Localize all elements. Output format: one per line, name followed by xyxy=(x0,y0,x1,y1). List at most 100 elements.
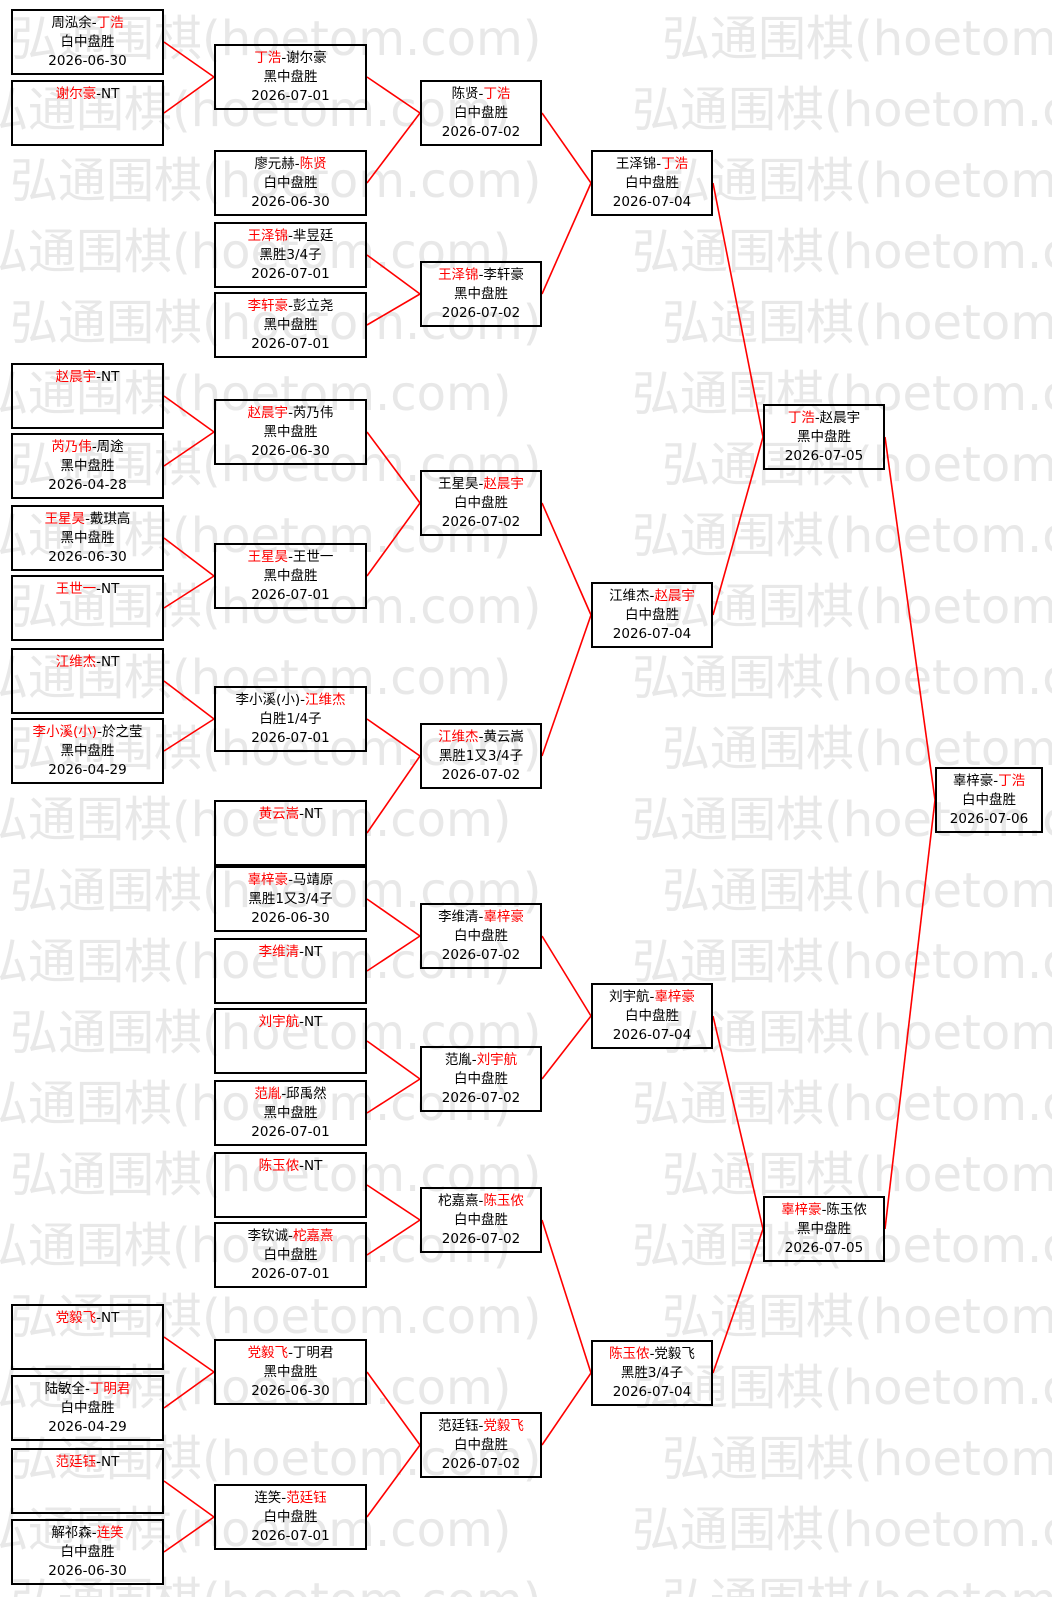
match-players: 刘宇航-NT xyxy=(216,1013,365,1032)
watermark-text: 弘通围棋(hoetom.com) xyxy=(0,1218,512,1274)
winner-name: 丁浩 xyxy=(254,50,282,66)
winner-name: 辜梓豪 xyxy=(781,1202,822,1218)
game-box[interactable]: 谢尔豪-NT xyxy=(11,80,164,146)
player-name: -NT xyxy=(299,1014,323,1030)
watermark-text: 弘通围棋(hoetom.com) xyxy=(662,1005,1052,1061)
match-players: 周泓余-丁浩 xyxy=(13,14,162,33)
winner-name: 范廷钰 xyxy=(286,1490,327,1506)
winner-name: 江维杰 xyxy=(304,692,346,708)
bracket-connector-line xyxy=(366,1219,421,1256)
player-name: -芮乃伟 xyxy=(288,405,334,421)
player-name: 范廷钰- xyxy=(438,1418,484,1434)
match-players: 廖元赫-陈贤 xyxy=(216,155,365,174)
bracket-connector-line xyxy=(366,1444,421,1518)
player-name: 王星昊- xyxy=(438,476,484,492)
watermark-text: 弘通围棋(hoetom.com) xyxy=(632,366,1052,422)
match-result: 黑胜1又3/4子 xyxy=(248,891,333,907)
watermark-text: 弘通围棋(hoetom.com) xyxy=(662,153,1052,209)
bracket-connector-line xyxy=(541,935,592,1017)
match-date: 2026-07-01 xyxy=(251,266,330,282)
match-date: 2026-07-01 xyxy=(251,1528,330,1544)
game-box[interactable]: 范廷钰-NT xyxy=(11,1448,164,1514)
match-date: 2026-07-04 xyxy=(612,194,692,210)
winner-name: 李小溪(小) xyxy=(32,724,98,740)
watermark-text: 弘通围棋(hoetom.com) xyxy=(0,82,512,138)
watermark-text: 弘通围棋(hoetom.com) xyxy=(10,1147,542,1203)
match-result: 黑中盘胜 xyxy=(60,458,115,474)
match-date: 2026-04-29 xyxy=(48,762,127,778)
match-date: 2026-04-29 xyxy=(48,1419,127,1435)
winner-name: 陈玉侬 xyxy=(483,1193,524,1209)
bracket-connector-line xyxy=(366,502,421,577)
player-name: -戴琪高 xyxy=(85,511,131,527)
winner-name: 芮乃伟 xyxy=(51,439,92,455)
match-date: 2026-06-30 xyxy=(251,194,330,210)
match-date: 2026-06-30 xyxy=(251,443,330,459)
match-players: 王泽锦-丁浩 xyxy=(593,155,711,174)
match-players: 江维杰-NT xyxy=(13,653,162,672)
watermark-text: 弘通围棋(hoetom.com) xyxy=(0,934,512,990)
game-box[interactable]: 刘宇航-NT xyxy=(214,1008,367,1074)
game-box[interactable]: 李维清-NT xyxy=(214,938,367,1004)
match-players: 刘宇航-辜梓豪 xyxy=(593,988,711,1007)
bracket-connector-line xyxy=(712,1015,764,1230)
player-name: -於之莹 xyxy=(97,724,143,740)
player-name: -黄云嵩 xyxy=(478,729,524,745)
match-players: 陈贤-丁浩 xyxy=(422,85,540,104)
game-box[interactable]: 陈玉侬-NT xyxy=(214,1152,367,1218)
game-box[interactable]: 王世一-NT xyxy=(11,575,164,641)
match-players: 李维清-辜梓豪 xyxy=(422,908,540,927)
game-box[interactable]: 党毅飞-NT xyxy=(11,1304,164,1370)
match-date: 2026-07-02 xyxy=(441,947,521,963)
game-box[interactable]: 黄云嵩-NT xyxy=(214,800,367,866)
game-box[interactable]: 江维杰-NT xyxy=(11,648,164,714)
winner-name: 刘宇航 xyxy=(258,1014,300,1030)
winner-name: 丁明君 xyxy=(89,1381,131,1397)
match-players: 范胤-刘宇航 xyxy=(422,1051,540,1070)
bracket-connector-line xyxy=(366,1371,421,1446)
match-players: 王星昊-赵晨宇 xyxy=(422,475,540,494)
winner-name: 王泽锦 xyxy=(247,228,289,244)
game-box[interactable]: 赵晨宇-NT xyxy=(11,363,164,429)
winner-name: 党毅飞 xyxy=(483,1418,524,1434)
bracket-connector-line xyxy=(163,395,215,433)
watermark-text: 弘通围棋(hoetom.com) xyxy=(0,224,512,280)
player-name: 解祁森- xyxy=(51,1525,97,1541)
player-name: 辜梓豪- xyxy=(952,773,999,789)
match-result: 白中盘胜 xyxy=(454,495,508,511)
